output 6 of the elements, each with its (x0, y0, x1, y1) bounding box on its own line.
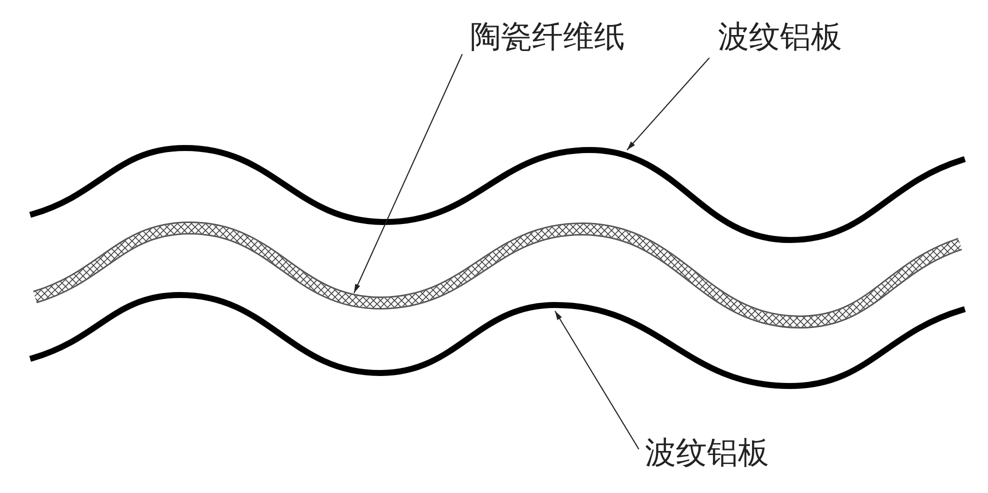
part-label: 陶瓷纤维纸 (470, 18, 625, 56)
leader-line (626, 58, 710, 150)
part-label: 波纹铝板 (718, 18, 842, 56)
leader-line (554, 310, 640, 450)
leader-line (354, 54, 463, 294)
part-label: 波纹铝板 (645, 434, 769, 472)
